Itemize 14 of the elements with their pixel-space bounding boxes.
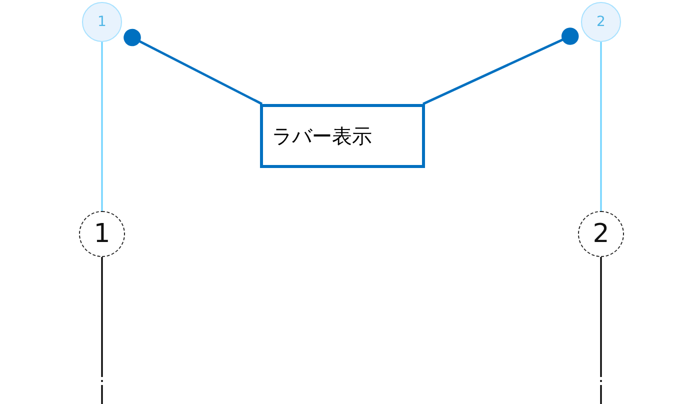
callout-box bbox=[260, 104, 425, 168]
grid-line bbox=[101, 257, 103, 404]
leader-line bbox=[124, 28, 263, 106]
grid-bubble bbox=[82, 2, 122, 42]
callout-text: ラバー表示 bbox=[272, 122, 372, 150]
grid-line bbox=[600, 257, 602, 404]
leader-line bbox=[422, 28, 579, 106]
grid-line bbox=[600, 42, 602, 211]
grid-bubble bbox=[581, 2, 621, 42]
grid-label: 1 bbox=[94, 219, 110, 249]
grid-label: 2 bbox=[592, 219, 610, 249]
grid-label: 1 bbox=[98, 14, 106, 30]
grid-label: 2 bbox=[596, 14, 606, 30]
grid-line bbox=[101, 42, 103, 211]
